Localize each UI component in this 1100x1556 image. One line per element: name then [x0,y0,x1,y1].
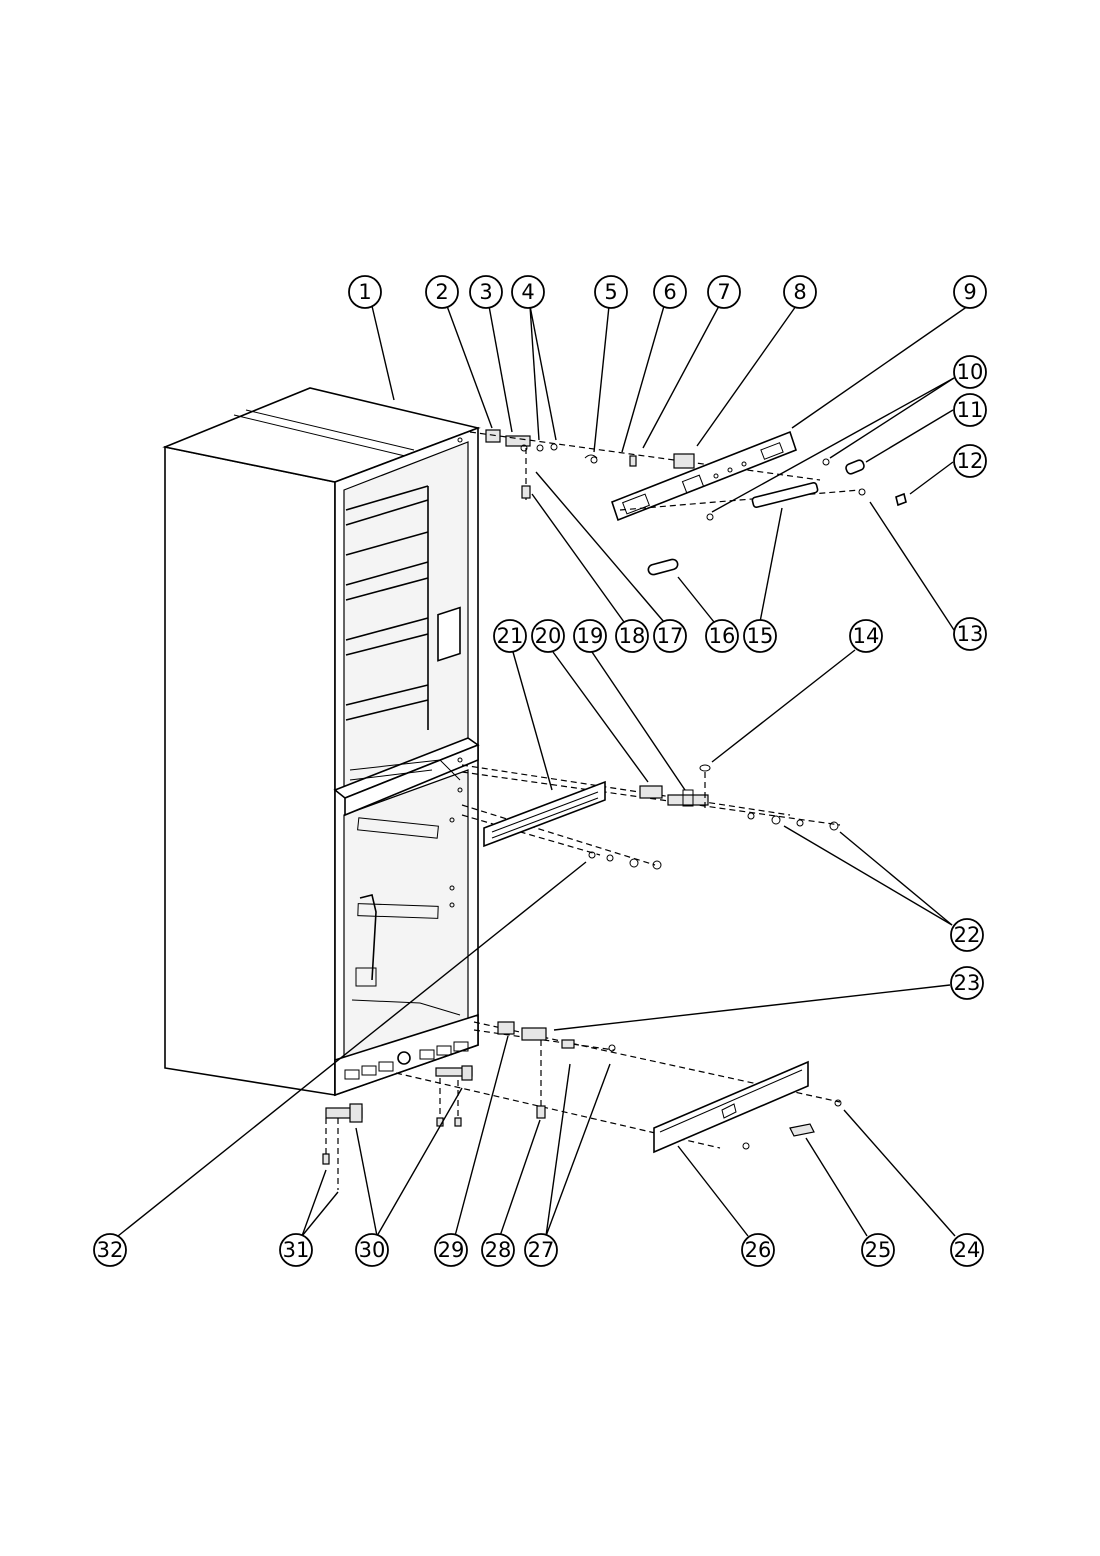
svg-text:30: 30 [359,1238,386,1262]
svg-text:23: 23 [954,971,981,995]
callout-26: 26 [741,1233,775,1267]
svg-text:4: 4 [521,280,534,304]
svg-text:7: 7 [717,280,730,304]
callout-2: 2 [425,275,459,309]
svg-text:1: 1 [358,280,371,304]
svg-text:11: 11 [957,398,984,422]
callout-17: 17 [653,619,687,653]
callout-5: 5 [594,275,628,309]
leader-lines [117,305,969,1237]
svg-text:8: 8 [793,280,806,304]
callout-1: 1 [348,275,382,309]
callout-24: 24 [950,1233,984,1267]
svg-text:3: 3 [479,280,492,304]
callout-12: 12 [953,444,987,478]
middle-hinge-assembly [461,764,841,870]
svg-text:18: 18 [619,624,646,648]
callouts: 1 2 3 4 5 6 7 8 9 10 11 12 13 14 15 16 1… [93,275,987,1267]
svg-text:13: 13 [957,622,984,646]
callout-10: 10 [953,355,987,389]
callout-3: 3 [469,275,503,309]
callout-6: 6 [653,275,687,309]
svg-text:9: 9 [963,280,976,304]
svg-text:24: 24 [954,1238,981,1262]
callout-27: 27 [524,1233,558,1267]
callout-31: 31 [279,1233,313,1267]
callout-13: 13 [953,617,987,651]
callout-29: 29 [434,1233,468,1267]
svg-text:27: 27 [528,1238,555,1262]
callout-14: 14 [849,619,883,653]
svg-text:26: 26 [745,1238,772,1262]
bottom-hinge-assembly [322,1021,842,1190]
callout-20: 20 [531,619,565,653]
callout-7: 7 [707,275,741,309]
callout-21: 21 [493,619,527,653]
callout-32: 32 [93,1233,127,1267]
callout-28: 28 [481,1233,515,1267]
svg-text:31: 31 [283,1238,310,1262]
svg-text:14: 14 [853,624,880,648]
callout-30: 30 [355,1233,389,1267]
callout-8: 8 [783,275,817,309]
svg-text:12: 12 [957,449,984,473]
svg-text:10: 10 [957,360,984,384]
callout-15: 15 [743,619,777,653]
svg-text:20: 20 [535,624,562,648]
svg-text:28: 28 [485,1238,512,1262]
refrigerator-cabinet [162,387,481,1097]
callout-9: 9 [953,275,987,309]
svg-text:21: 21 [497,624,524,648]
svg-text:22: 22 [954,923,981,947]
callout-25: 25 [861,1233,895,1267]
svg-text:19: 19 [577,624,604,648]
callout-23: 23 [950,966,984,1000]
svg-text:5: 5 [604,280,617,304]
callout-16: 16 [705,619,739,653]
svg-text:16: 16 [709,624,736,648]
svg-text:15: 15 [747,624,774,648]
callout-11: 11 [953,393,987,427]
svg-text:29: 29 [438,1238,465,1262]
top-hinge-assembly [469,429,907,576]
callout-19: 19 [573,619,607,653]
callout-22: 22 [950,918,984,952]
svg-text:17: 17 [657,624,684,648]
svg-text:32: 32 [97,1238,124,1262]
svg-text:6: 6 [663,280,676,304]
callout-18: 18 [615,619,649,653]
callout-4: 4 [511,275,545,309]
svg-text:2: 2 [435,280,448,304]
svg-text:25: 25 [865,1238,892,1262]
